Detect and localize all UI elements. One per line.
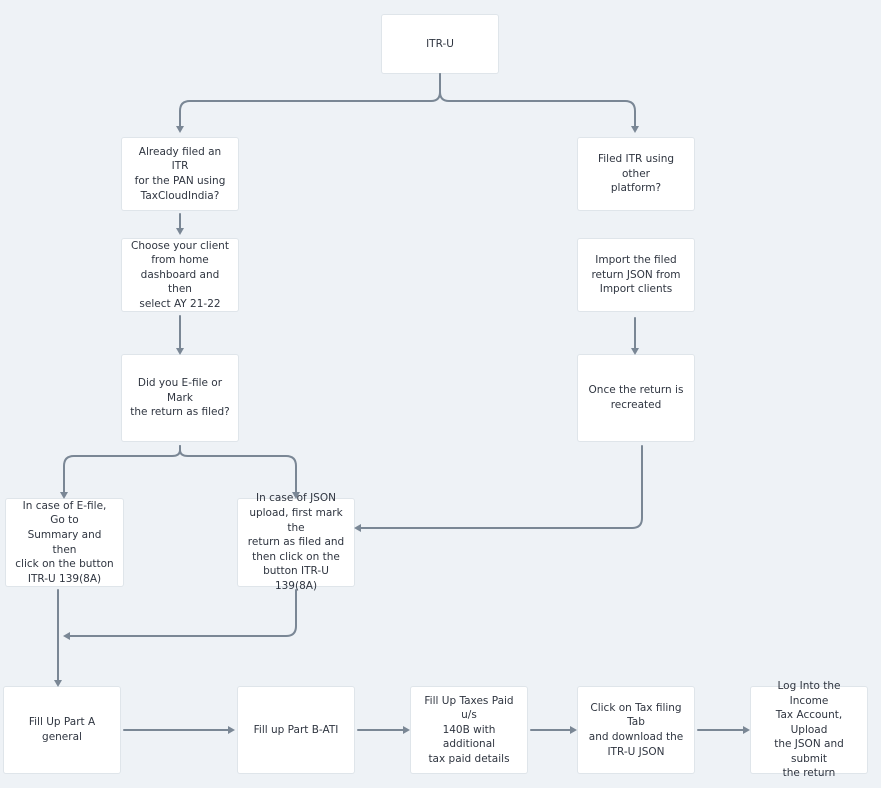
arrowhead [631, 126, 639, 133]
node-taxes-paid: Fill Up Taxes Paid u/s 140B with additio… [411, 687, 527, 773]
node-choose-client: Choose your client from home dashboard a… [122, 239, 238, 311]
node-efile-case-label: In case of E-file, Go to Summary and the… [15, 499, 114, 585]
node-json-case: In case of JSON upload, first mark the r… [238, 492, 354, 592]
node-choose-client-label: Choose your client from home dashboard a… [131, 239, 229, 310]
arrowhead [292, 492, 300, 499]
arrowhead [354, 524, 361, 532]
node-return-recreated-label: Once the return is recreated [588, 384, 684, 411]
node-login-upload: Log Into the Income Tax Account, Upload … [751, 680, 867, 779]
node-itr-u-label: ITR-U [426, 37, 454, 50]
node-import-json: Import the filed return JSON from Import… [578, 239, 694, 311]
node-itr-u: ITR-U [382, 15, 498, 73]
connector-itru-to-other-platform [439, 72, 636, 128]
arrowhead [743, 726, 750, 734]
arrowhead [176, 228, 184, 235]
arrowhead [60, 492, 68, 499]
arrowhead [570, 726, 577, 734]
node-other-platform-label: Filed ITR using other platform? [597, 153, 675, 195]
node-tax-filing-tab: Click on Tax filing Tab and download the… [578, 687, 694, 773]
node-efile-or-mark-label: Did you E-file or Mark the return as fil… [130, 377, 230, 419]
arrowhead [228, 726, 235, 734]
node-part-a-label: Fill Up Part A general [28, 716, 96, 743]
arrowhead [176, 126, 184, 133]
node-efile-or-mark: Did you E-file or Mark the return as fil… [122, 355, 238, 441]
connector-efile-or-mark-to-efile-case [63, 445, 181, 494]
connector-efile-or-mark-to-json-case [179, 445, 297, 494]
node-already-filed: Already filed an ITR for the PAN using T… [122, 138, 238, 210]
arrowhead [63, 632, 70, 640]
arrowhead [54, 680, 62, 687]
node-return-recreated: Once the return is recreated [578, 355, 694, 441]
arrowhead [176, 348, 184, 355]
node-tax-filing-tab-label: Click on Tax filing Tab and download the… [588, 701, 684, 758]
node-json-case-label: In case of JSON upload, first mark the r… [247, 492, 345, 592]
arrowhead [403, 726, 410, 734]
connector-json-case-to-merge [69, 589, 297, 637]
node-efile-case: In case of E-file, Go to Summary and the… [6, 499, 123, 586]
node-import-json-label: Import the filed return JSON from Import… [591, 254, 681, 296]
node-other-platform: Filed ITR using other platform? [578, 138, 694, 210]
connector-itru-to-already-filed [179, 72, 441, 128]
node-part-b-label: Fill up Part B-ATI [253, 723, 339, 736]
node-login-upload-label: Log Into the Income Tax Account, Upload … [774, 679, 844, 780]
node-already-filed-label: Already filed an ITR for the PAN using T… [134, 145, 226, 202]
node-part-a: Fill Up Part A general [4, 687, 120, 773]
node-taxes-paid-label: Fill Up Taxes Paid u/s 140B with additio… [424, 694, 514, 765]
node-part-b: Fill up Part B-ATI [238, 687, 354, 773]
connector-recreated-to-json-case [359, 445, 643, 529]
arrowhead [631, 348, 639, 355]
